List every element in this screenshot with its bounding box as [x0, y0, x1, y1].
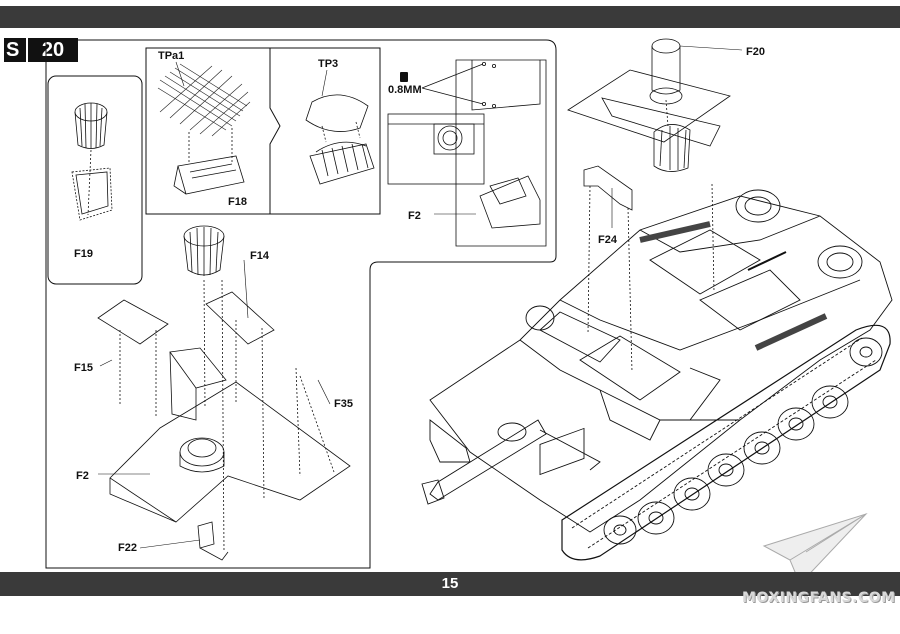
road-wheels — [603, 337, 883, 545]
photo-etch-subassembly-box — [145, 47, 381, 215]
callout-f19: F19 — [74, 248, 93, 260]
drill-size-label: 0.8MM — [388, 84, 422, 96]
callout-tpa1: TPa1 — [158, 50, 185, 62]
tank-hull-drawing — [421, 189, 893, 561]
drill-icon — [400, 72, 408, 82]
roof-plate-exploded-drawing — [97, 225, 351, 561]
previous-step-badge: S — [4, 38, 26, 62]
bottom-footer-bar — [0, 572, 900, 596]
f18-part-drawing — [173, 128, 245, 195]
callout-f20: F20 — [746, 46, 765, 58]
f2-drill-diagram — [387, 59, 547, 247]
callout-tp3: TP3 — [318, 58, 339, 70]
callout-f18: F18 — [228, 196, 247, 208]
callout-f15: F15 — [74, 362, 93, 374]
callout-f22: F22 — [118, 542, 137, 554]
step-frame — [45, 39, 557, 569]
callout-f35: F35 — [334, 398, 353, 410]
tpa1-mesh-drawing — [157, 63, 251, 137]
f19-cage-drawing — [71, 102, 113, 221]
tp3-part-drawing — [305, 94, 375, 185]
photo-etch-arrow-divider — [269, 48, 281, 214]
callout-f24: F24 — [598, 234, 617, 246]
f24-grille-drawing — [583, 165, 633, 373]
leader-lines — [98, 45, 743, 549]
watermark-text: MOXINGFANS.COM — [742, 590, 896, 606]
callout-f2-drill: F2 — [408, 210, 421, 222]
callout-f2: F2 — [76, 470, 89, 482]
cage-subassembly-box — [47, 75, 143, 285]
callout-f14: F14 — [250, 250, 269, 262]
page-number: 15 — [441, 575, 459, 592]
step-number-badge: 20 — [28, 38, 78, 62]
f20-cupola-drawing — [567, 38, 731, 293]
top-header-bar — [0, 0, 900, 32]
